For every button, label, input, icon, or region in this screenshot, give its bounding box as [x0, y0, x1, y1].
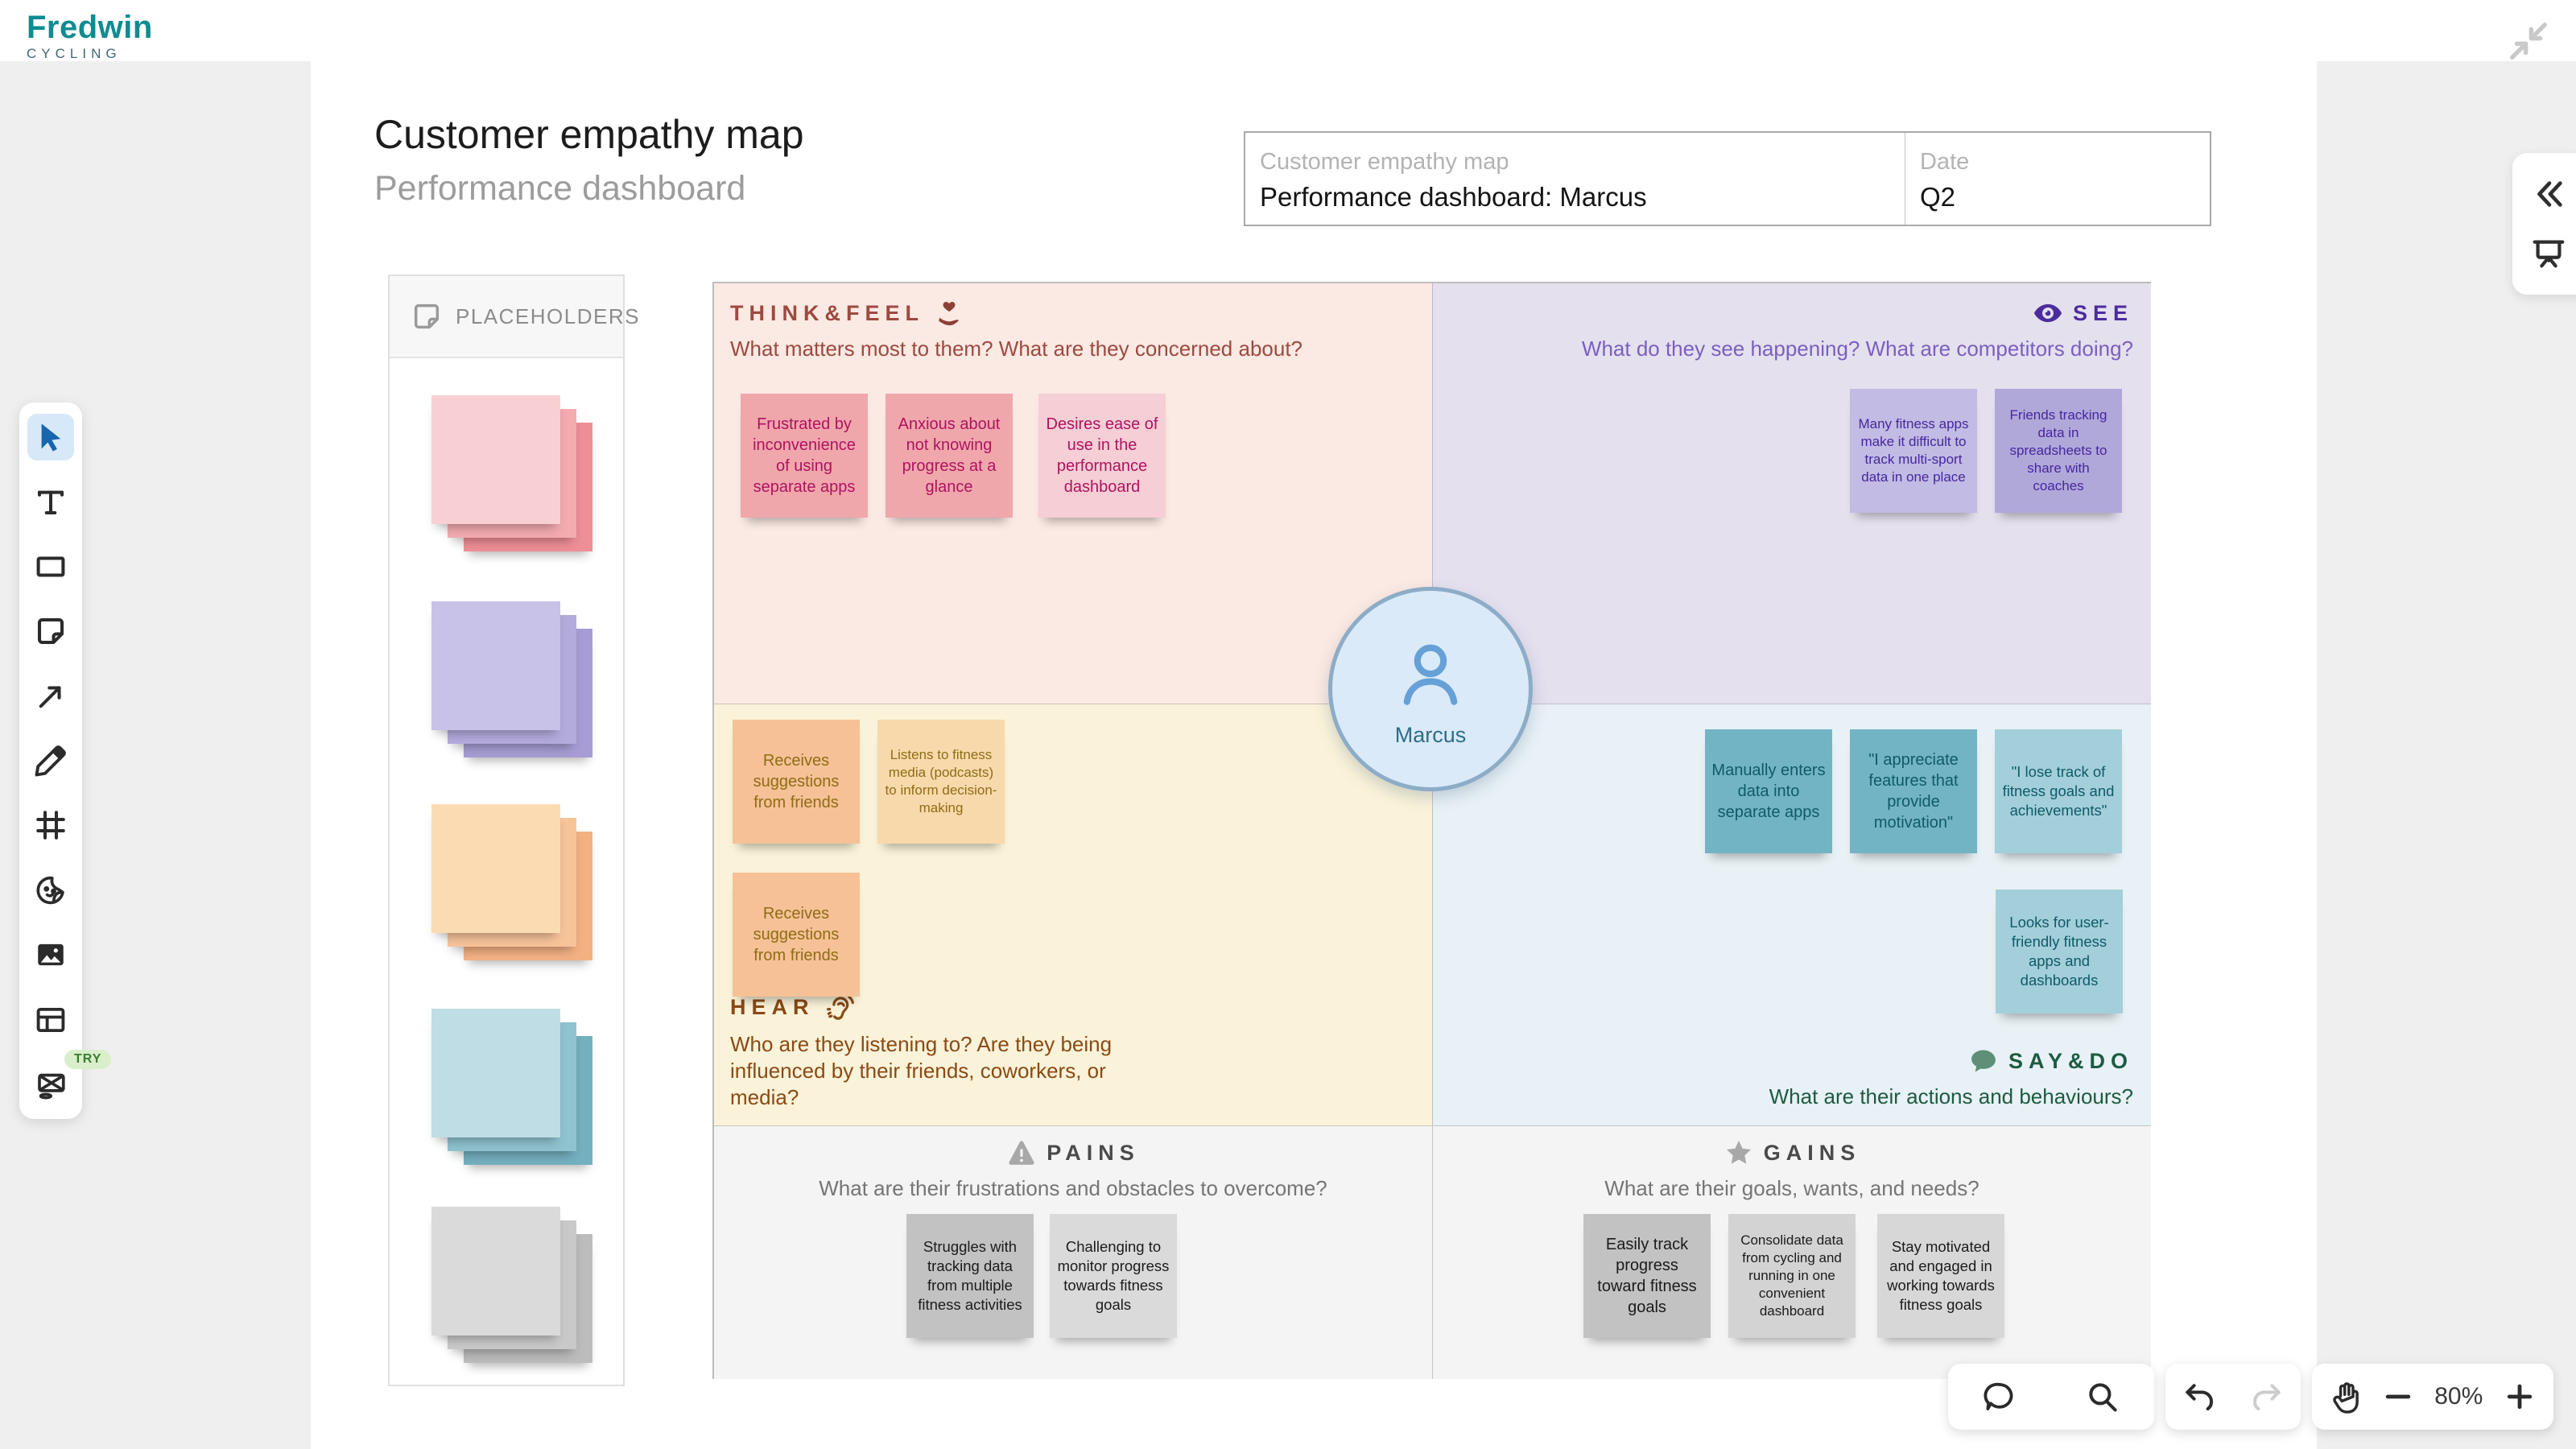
person-icon [1403, 644, 1458, 705]
speech-bubble-icon [1971, 1050, 1996, 1072]
brand-name: Fredwin [27, 10, 153, 45]
map-info-box: Customer empathy map Performance dashboa… [1244, 131, 2211, 226]
gray-notes-stack[interactable] [431, 1207, 601, 1376]
pains-question: What are their frustrations and obstacle… [819, 1176, 1327, 1200]
sticky-note[interactable]: Struggles with tracking data from multip… [906, 1214, 1034, 1338]
sticky-note[interactable]: Looks for user-friendly fitness apps and… [1996, 890, 2123, 1013]
empathy-map-board: THINK&FEEL What matters most to them? Wh… [712, 282, 2151, 1379]
eye-icon [2033, 303, 2062, 323]
sticker-tool-icon[interactable] [27, 867, 74, 914]
image-tool-icon[interactable] [27, 931, 74, 978]
zoom-level[interactable]: 80% [2434, 1383, 2483, 1410]
mockup-tool-icon[interactable]: TRY [27, 1049, 112, 1108]
sticky-note[interactable]: Anxious about not knowing progress at a … [886, 394, 1013, 518]
pink-notes-stack[interactable] [431, 395, 601, 564]
sticky-note[interactable]: Receives suggestions from friends [733, 873, 860, 997]
map-name-value[interactable]: Performance dashboard: Marcus [1260, 182, 1647, 212]
date-value[interactable]: Q2 [1920, 182, 1956, 212]
see-question: What do they see happening? What are com… [1581, 336, 2133, 361]
map-name-label: Customer empathy map [1260, 149, 1509, 175]
heart-in-hand-icon [939, 302, 959, 326]
date-label: Date [1920, 149, 1970, 175]
star-icon [1726, 1140, 1751, 1164]
page-subtitle: Performance dashboard [374, 169, 746, 208]
sticky-note-tool-icon[interactable] [27, 608, 74, 654]
teal-notes-stack[interactable] [431, 1009, 601, 1178]
bottom-toolbar-comments-search [1948, 1364, 2154, 1430]
zoom-out-icon[interactable] [2376, 1374, 2421, 1419]
placeholders-title: PLACEHOLDERS [456, 303, 640, 328]
say-do-question: What are their actions and behaviours? [1769, 1084, 2133, 1108]
sticky-note[interactable]: Friends tracking data in spreadsheets to… [1995, 389, 2122, 513]
sticky-note[interactable]: Challenging to monitor progress towards … [1050, 1214, 1177, 1338]
sticky-note[interactable]: Frustrated by inconvenience of using sep… [741, 394, 868, 518]
sticky-note[interactable]: Desires ease of use in the performance d… [1038, 394, 1166, 518]
sticky-note[interactable]: Stay motivated and engaged in working to… [1877, 1214, 2004, 1338]
persona-avatar[interactable]: Marcus [1328, 587, 1533, 791]
think-feel-question: What matters most to them? What are they… [730, 336, 1303, 361]
frame-tool-icon[interactable] [27, 802, 74, 848]
select-tool-icon[interactable] [27, 414, 74, 460]
sticky-note[interactable]: "I lose track of fitness goals and achie… [1995, 729, 2122, 853]
top-bar: Fredwin CYCLING [0, 0, 2576, 61]
search-icon[interactable] [2080, 1374, 2125, 1419]
gains-header: GAINS [1433, 1137, 2151, 1168]
sticky-note[interactable]: Many fitness apps make it difficult to t… [1850, 389, 1977, 513]
hear-header: HEAR [730, 993, 1165, 1023]
presentation-icon[interactable] [2530, 235, 2567, 272]
think-feel-header: THINK&FEEL [730, 298, 1302, 328]
placeholders-header: PLACEHOLDERS [390, 276, 638, 358]
bottom-toolbar-undo-redo [2165, 1364, 2301, 1430]
purple-notes-stack[interactable] [431, 601, 601, 770]
hear-question: Who are they listening to? Are they bein… [730, 1031, 1113, 1109]
brand-logo: Fredwin CYCLING [27, 10, 153, 62]
connector-tool-icon[interactable] [27, 673, 74, 720]
warning-icon [1009, 1141, 1034, 1165]
pains-header: PAINS [714, 1137, 1432, 1168]
ear-icon [826, 993, 854, 1020]
shape-tool-icon[interactable] [27, 543, 74, 590]
persona-name: Marcus [1394, 722, 1467, 747]
sticky-note[interactable]: Listens to fitness media (podcasts) to i… [877, 720, 1005, 844]
sticky-note[interactable]: Consolidate data from cycling and runnin… [1728, 1214, 1856, 1338]
pen-tool-icon[interactable] [27, 737, 74, 784]
comment-icon[interactable] [1977, 1374, 2022, 1419]
page-title: Customer empathy map [374, 112, 804, 157]
sticky-note[interactable]: "I appreciate features that provide moti… [1850, 729, 1977, 853]
right-side-panel [2512, 153, 2576, 295]
date-cell[interactable]: Date Q2 [1905, 133, 1984, 225]
sticky-note[interactable]: Easily track progress toward fitness goa… [1583, 1214, 1711, 1338]
map-name-cell[interactable]: Customer empathy map Performance dashboa… [1245, 133, 1905, 225]
undo-icon[interactable] [2177, 1374, 2222, 1419]
say-do-header: SAY&DO [1769, 1046, 2133, 1076]
collapse-panel-icon[interactable] [2530, 175, 2567, 213]
text-tool-icon[interactable] [27, 478, 74, 525]
sticky-note-icon [414, 303, 440, 329]
peach-notes-stack[interactable] [431, 804, 601, 973]
zoom-in-icon[interactable] [2497, 1374, 2542, 1419]
try-badge: TRY [64, 1049, 112, 1069]
redo-icon[interactable] [2244, 1374, 2289, 1419]
sticky-note[interactable]: Manually enters data into separate apps [1705, 729, 1832, 853]
brand-tagline: CYCLING [27, 46, 122, 61]
minimize-icon[interactable] [2507, 19, 2550, 63]
placeholders-panel: PLACEHOLDERS [388, 275, 638, 1386]
see-header: SEE [1582, 298, 2133, 328]
bottom-toolbar-zoom: 80% [2312, 1364, 2553, 1430]
pan-hand-icon[interactable] [2323, 1374, 2368, 1419]
gains-question: What are their goals, wants, and needs? [1604, 1176, 1979, 1200]
sticky-note[interactable]: Receives suggestions from friends [733, 720, 860, 844]
table-tool-icon[interactable] [27, 997, 74, 1043]
left-toolbar: TRY [19, 402, 112, 1119]
